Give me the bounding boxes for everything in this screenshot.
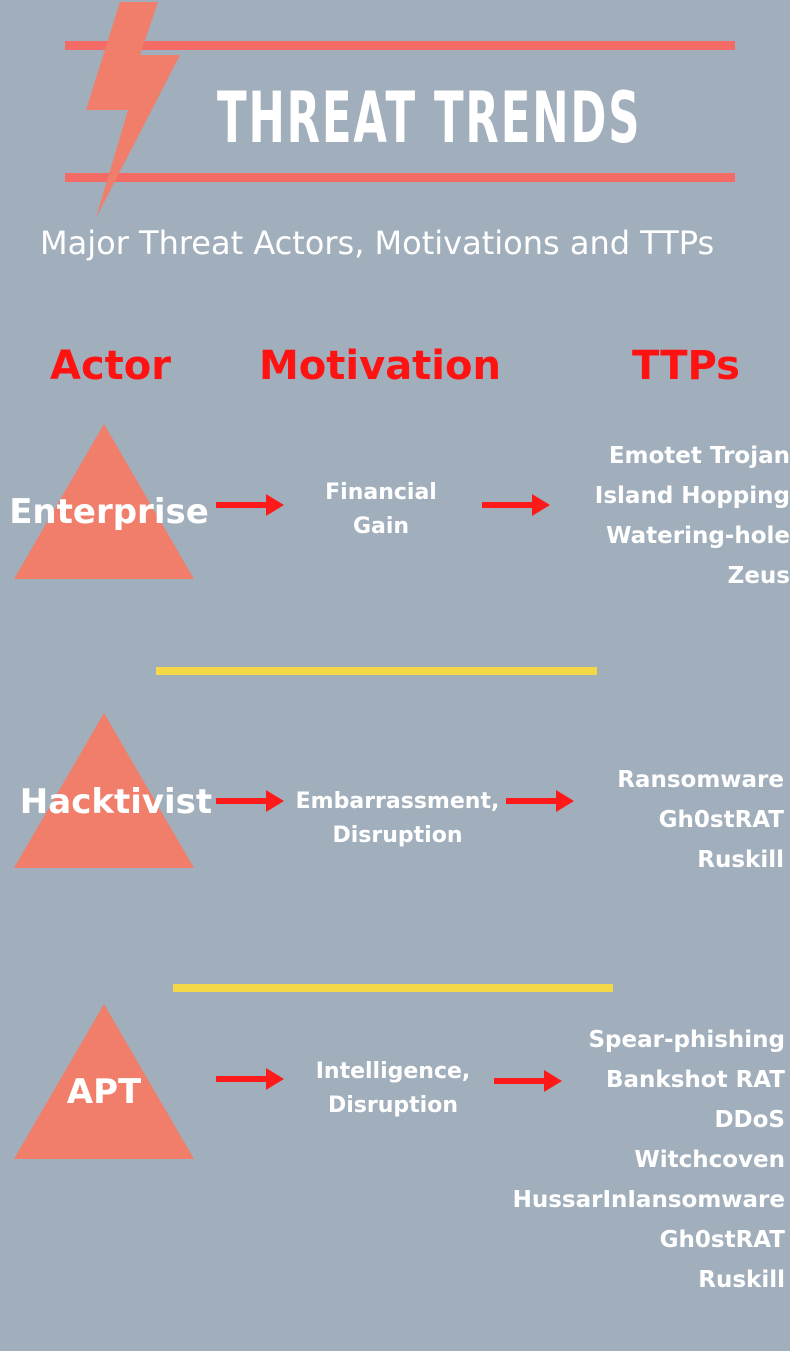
actor-label-apt: APT — [66, 1072, 142, 1112]
motivation-line: Intelligence, — [315, 1059, 471, 1084]
ttp-item: Watering-hole — [606, 523, 790, 549]
right-arrow-icon — [216, 1068, 284, 1090]
right-arrow-icon — [216, 790, 284, 812]
lightning-bolt-icon — [86, 2, 180, 218]
column-header-motivation: Motivation — [259, 343, 501, 389]
ttps-apt: Spear-phishing Bankshot RAT DDoS Witchco… — [480, 1020, 785, 1300]
divider-line — [173, 984, 613, 992]
ttp-item: Bankshot RAT — [605, 1067, 785, 1093]
ttp-item: Island Hopping — [594, 483, 790, 509]
ttp-item: Gh0stRAT — [658, 807, 784, 833]
page-title: THREAT TRENDS — [217, 77, 642, 159]
right-arrow-icon — [506, 790, 574, 812]
header-rule-top — [65, 41, 735, 50]
column-header-ttps: TTPs — [632, 343, 740, 389]
header-rule-bottom — [65, 173, 735, 182]
ttp-item: Gh0stRAT — [659, 1227, 785, 1253]
right-arrow-icon — [482, 494, 550, 516]
ttp-item: Ransomware — [617, 767, 784, 793]
column-header-actor: Actor — [50, 343, 171, 389]
ttp-item: Ruskill — [697, 847, 784, 873]
right-arrow-icon — [216, 494, 284, 516]
motivation-line: Financial — [325, 480, 437, 505]
actor-triangle-icon — [14, 713, 194, 868]
infographic-canvas: THREAT TRENDS Major Threat Actors, Motiv… — [9, 2, 790, 1293]
motivation-line: Gain — [352, 514, 410, 539]
ttps-hacktivist: Ransomware Gh0stRAT Ruskill — [560, 760, 784, 880]
actor-label-hacktivist: Hacktivist — [19, 782, 213, 822]
page-subtitle: Major Threat Actors, Motivations and TTP… — [40, 224, 715, 262]
motivation-line: Disruption — [332, 823, 463, 848]
ttp-item: Spear-phishing — [588, 1027, 785, 1053]
right-arrow-icon — [494, 1070, 562, 1092]
motivation-line: Disruption — [328, 1093, 458, 1118]
actor-triangle-icon — [14, 424, 194, 579]
divider-line — [156, 667, 597, 675]
motivation-line: Embarrassment, — [295, 789, 500, 814]
actor-triangle-icon — [14, 1004, 194, 1159]
ttp-item: Zeus — [727, 563, 790, 589]
ttp-item: Witchcoven — [634, 1147, 785, 1173]
actor-label-enterprise: Enterprise — [9, 492, 209, 532]
ttp-item: Ruskill — [698, 1267, 785, 1293]
motivation-apt: Intelligence, Disruption — [302, 1055, 484, 1123]
ttp-item: Emotet Trojan — [608, 443, 790, 469]
ttp-item: HussarInIansomware — [512, 1187, 785, 1213]
ttp-item: DDoS — [714, 1107, 785, 1133]
motivation-enterprise: Financial Gain — [300, 476, 462, 544]
ttps-enterprise: Emotet Trojan Island Hopping Watering-ho… — [540, 436, 790, 596]
motivation-hacktivist: Embarrassment, Disruption — [290, 785, 505, 853]
